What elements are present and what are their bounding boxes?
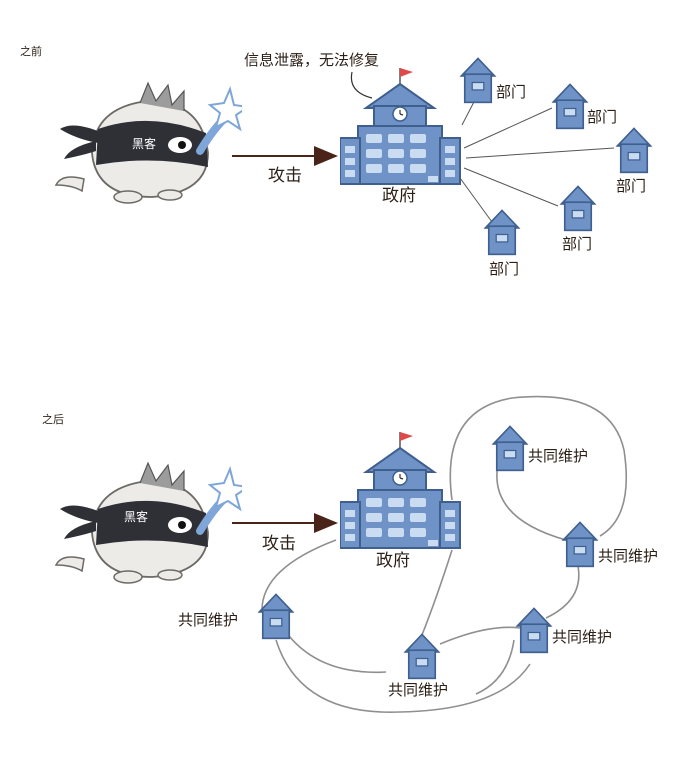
government-building-after [340,431,461,549]
house-icon [560,185,596,232]
house-icon [516,607,552,654]
house-icon [460,57,496,104]
leak-callout: 信息泄露，无法修复 [244,51,379,69]
node-label: 共同维护 [528,447,588,465]
hacker-label-before: 黑客 [132,136,156,151]
hacker-label-after: 黑客 [124,509,148,524]
dept-label: 部门 [562,235,592,253]
dept-label: 部门 [489,260,519,278]
hacker-mascot [56,463,248,583]
dept-label: 部门 [616,177,646,195]
house-icon [552,83,588,130]
section-before: 之前 黑客 攻击 政府 信息泄露，无法修复 部门 部门 部门 部门 部门 [20,44,652,278]
house-icon [562,521,598,568]
house-icon [492,425,528,472]
callout-pointer [350,71,373,99]
section-after: 之后 黑客 攻击 政府 共同维护 共同维护 共同维护 共同维护 共同维护 [42,395,658,713]
dept-label: 部门 [496,83,526,101]
house-icon [258,593,294,640]
house-icon [404,633,440,680]
mesh-links [261,395,627,713]
node-label: 共同维护 [598,547,658,565]
section-label-after: 之后 [42,412,64,426]
house-icon [616,127,652,174]
node-label: 共同维护 [388,681,448,699]
section-label-before: 之前 [20,44,42,58]
gov-label-after: 政府 [376,551,410,571]
government-building-before [340,67,461,185]
attack-label-after: 攻击 [262,534,296,554]
attack-label-before: 攻击 [268,166,302,186]
house-icon [484,209,520,256]
node-label: 共同维护 [552,628,612,646]
dept-label: 部门 [587,108,617,126]
node-label: 共同维护 [178,611,238,629]
gov-label-before: 政府 [382,186,416,206]
dept-links [459,97,615,223]
